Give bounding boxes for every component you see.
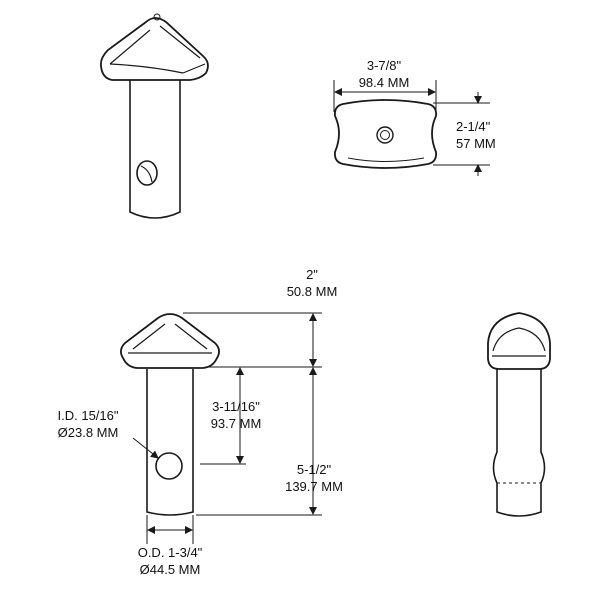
top-width-imperial: 3-7/8"	[367, 58, 402, 73]
inner-diameter-imperial: I.D. 15/16"	[58, 408, 119, 423]
top-depth-imperial: 2-1/4"	[456, 119, 491, 134]
inner-diameter-metric: Ø23.8 MM	[58, 425, 119, 440]
head-height-imperial: 2"	[306, 267, 318, 282]
outer-diameter-imperial: O.D. 1-3/4"	[138, 545, 203, 560]
hole-offset-metric: 93.7 MM	[211, 416, 262, 431]
isometric-view	[99, 13, 209, 219]
side-view	[487, 312, 551, 517]
top-view	[333, 80, 490, 176]
top-depth-metric: 57 MM	[456, 136, 496, 151]
overall-length-metric: 139.7 MM	[285, 479, 343, 494]
front-view	[120, 312, 322, 544]
top-width-metric: 98.4 MM	[359, 75, 410, 90]
overall-length-imperial: 5-1/2"	[297, 462, 332, 477]
outer-diameter-metric: Ø44.5 MM	[140, 562, 201, 577]
head-height-metric: 50.8 MM	[287, 284, 338, 299]
hole-offset-imperial: 3-11/16"	[212, 399, 260, 414]
